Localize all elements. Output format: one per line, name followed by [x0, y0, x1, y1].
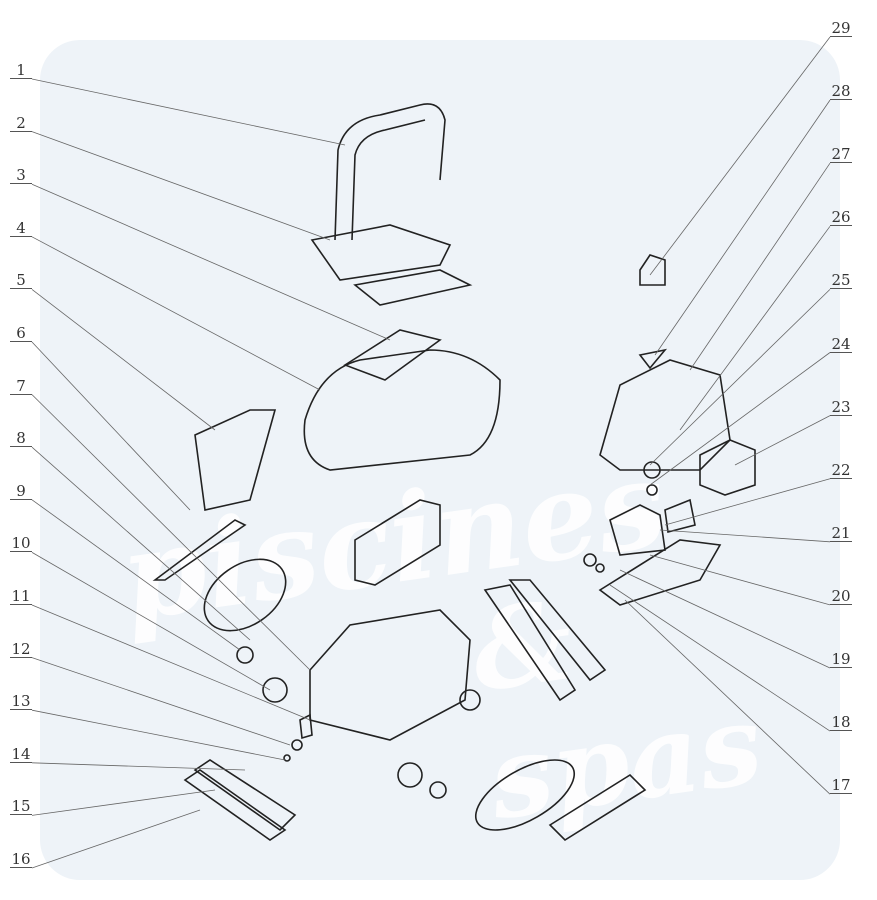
part-hub-left	[236, 646, 254, 664]
callout-label-15: 15	[10, 797, 32, 816]
part-base-plate	[598, 539, 722, 606]
leader-line-18	[609, 584, 831, 732]
leader-line-24	[649, 352, 831, 486]
callout-label-6: 6	[10, 326, 32, 342]
part-clip-11	[299, 713, 313, 740]
part-side-flap-right	[548, 773, 647, 842]
callout-label-28: 28	[830, 82, 852, 101]
leader-line-8	[31, 446, 251, 641]
part-body-shell	[303, 349, 501, 471]
leader-line-19	[619, 569, 831, 669]
callout-label-12: 12	[10, 639, 32, 658]
callout-label-13: 13	[10, 692, 32, 711]
leader-line-16	[31, 809, 201, 869]
part-nut	[583, 553, 597, 567]
part-pump-motor	[609, 504, 666, 556]
callout-label-14: 14	[10, 744, 32, 763]
leader-line-13	[31, 709, 286, 761]
callout-label-22: 22	[830, 460, 852, 479]
leader-line-22	[664, 478, 831, 526]
callout-label-27: 27	[830, 145, 852, 164]
callout-label-18: 18	[830, 713, 852, 732]
part-filter-basket-center	[354, 499, 441, 586]
leader-line-3	[31, 183, 391, 341]
callout-label-26: 26	[830, 208, 852, 227]
leader-line-25	[649, 289, 831, 466]
leader-line-21	[659, 529, 831, 543]
part-track-left-cover	[183, 769, 287, 841]
callout-label-3: 3	[10, 168, 32, 185]
callout-label-9: 9	[10, 483, 32, 500]
callout-label-23: 23	[830, 397, 852, 416]
leader-line-17	[624, 599, 831, 795]
part-gear-left	[262, 677, 288, 703]
callout-label-4: 4	[10, 220, 32, 237]
leader-line-6	[31, 341, 191, 511]
callout-label-11: 11	[10, 587, 32, 605]
callout-label-5: 5	[10, 273, 32, 290]
callout-label-8: 8	[10, 431, 32, 448]
leader-line-2	[31, 131, 331, 241]
callout-label-17: 17	[830, 776, 852, 795]
part-pump-bracket	[664, 498, 696, 534]
part-electronics-box	[699, 439, 756, 496]
leader-line-15	[31, 789, 216, 816]
callout-label-25: 25	[830, 271, 852, 290]
part-handle	[334, 103, 446, 241]
callout-label-1: 1	[10, 63, 32, 79]
part-gear-right	[397, 762, 423, 788]
callout-label-24: 24	[830, 334, 852, 353]
callout-label-2: 2	[10, 115, 32, 132]
part-o-ring	[646, 484, 658, 496]
part-propeller	[638, 348, 668, 370]
callout-label-21: 21	[830, 523, 852, 542]
leader-line-28	[654, 99, 831, 356]
part-hub-right	[429, 781, 447, 799]
part-filter-basket-left	[194, 409, 277, 511]
callout-label-29: 29	[830, 19, 852, 37]
part-chassis	[309, 609, 471, 741]
part-pin-13	[283, 754, 291, 762]
leader-line-23	[734, 415, 831, 466]
part-track-left	[193, 759, 297, 832]
part-bushing-12	[291, 739, 303, 751]
part-top-cover	[310, 224, 473, 306]
part-track-right	[483, 584, 577, 702]
leader-line-26	[679, 226, 831, 431]
part-brush-left	[203, 558, 287, 632]
part-track-right-cover	[508, 579, 607, 682]
leader-line-1	[31, 78, 346, 146]
leader-line-9	[31, 499, 241, 651]
part-brush-right	[474, 759, 576, 831]
callout-label-10: 10	[10, 534, 32, 553]
leader-line-12	[31, 657, 291, 746]
part-seal-ring	[643, 461, 661, 479]
leader-line-14	[31, 762, 246, 771]
part-gear-chassis	[459, 689, 481, 711]
part-motor-housing	[599, 359, 731, 471]
leader-line-10	[31, 552, 271, 691]
leader-line-11	[31, 604, 311, 721]
part-control-plate	[343, 329, 442, 381]
part-impeller-cap	[639, 254, 666, 286]
leader-line-27	[689, 162, 831, 371]
part-washer	[595, 563, 605, 573]
part-side-flap	[152, 519, 247, 581]
callout-label-20: 20	[830, 586, 852, 605]
leader-line-29	[649, 36, 831, 276]
leader-line-5	[31, 289, 216, 431]
callout-label-7: 7	[10, 378, 32, 395]
leader-line-20	[649, 554, 831, 606]
leader-line-4	[31, 236, 321, 391]
callout-label-19: 19	[830, 650, 852, 668]
leader-line-7	[31, 394, 311, 671]
callout-label-16: 16	[10, 850, 32, 868]
